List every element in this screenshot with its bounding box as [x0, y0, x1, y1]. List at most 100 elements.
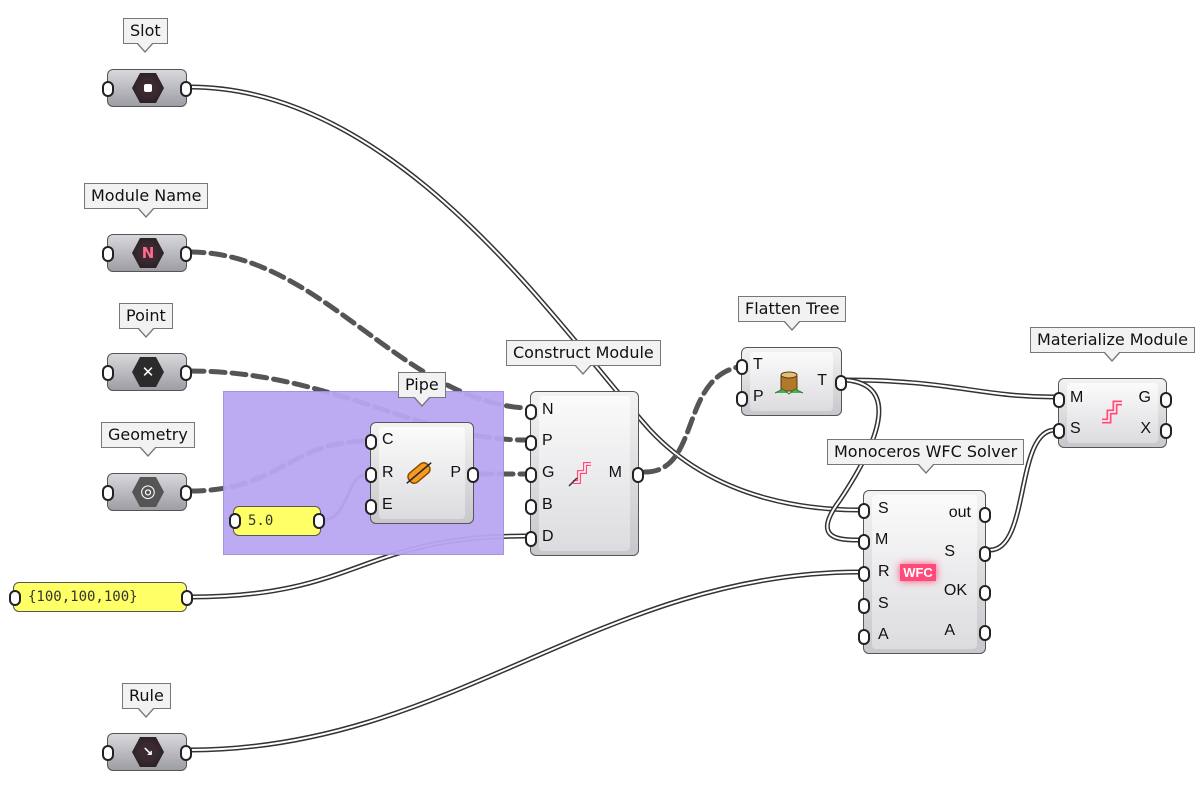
wire-name-to-construct: [187, 249, 528, 411]
wfc-port-ok[interactable]: [979, 585, 991, 601]
pipe-port-c[interactable]: [365, 434, 377, 450]
materialize-output-x: X: [1140, 420, 1151, 437]
module-name-output-port[interactable]: [180, 246, 192, 262]
radius-panel[interactable]: 5.0: [233, 506, 321, 536]
label-wfc-solver: Monoceros WFC Solver: [827, 439, 1025, 474]
slot-output-port[interactable]: [180, 81, 192, 97]
rule-output-port[interactable]: [180, 745, 192, 761]
point-input-port[interactable]: [102, 365, 114, 381]
flatten-input-t: T: [753, 356, 763, 373]
wfc-port-a[interactable]: [858, 629, 870, 645]
pipe-input-e: E: [382, 496, 393, 513]
label-materialize-module: Materialize Module: [1030, 327, 1195, 362]
materialize-port-g-out[interactable]: [1160, 392, 1172, 408]
label-flatten-tree: Flatten Tree: [738, 296, 847, 331]
wfc-port-m[interactable]: [858, 534, 870, 550]
radius-panel-input-port[interactable]: [229, 513, 241, 529]
label-rule: Rule: [122, 683, 171, 718]
geometry-hex-icon: ◎: [132, 477, 164, 507]
wfc-output-out: out: [948, 504, 971, 521]
wfc-output-s: S: [944, 543, 955, 560]
size-panel-input-port[interactable]: [9, 590, 21, 606]
label-pipe: Pipe: [398, 372, 446, 407]
construct-port-d[interactable]: [525, 531, 537, 547]
materialize-icon: [1095, 396, 1127, 428]
module-name-param[interactable]: N: [102, 234, 192, 272]
construct-input-b: B: [542, 496, 553, 513]
construct-input-g: G: [542, 464, 555, 481]
wfc-input-r: R: [878, 563, 890, 580]
wire-flatten-to-wfc-m: [824, 377, 882, 543]
wfc-input-m: M: [875, 531, 889, 548]
construct-port-m-out[interactable]: [632, 467, 644, 483]
construct-port-p[interactable]: [525, 435, 537, 451]
module-name-input-port[interactable]: [102, 246, 114, 262]
flatten-port-p[interactable]: [736, 391, 748, 407]
wfc-solver-component[interactable]: S M R S A out S OK A WFC: [858, 490, 991, 654]
construct-port-b[interactable]: [525, 499, 537, 515]
flatten-tree-component[interactable]: T P T: [736, 347, 847, 416]
flatten-output-t: T: [817, 372, 827, 389]
construct-port-n[interactable]: [525, 404, 537, 420]
wfc-port-out[interactable]: [979, 507, 991, 523]
pipe-port-p-out[interactable]: [467, 467, 479, 483]
geometry-input-port[interactable]: [102, 485, 114, 501]
materialize-port-x-out[interactable]: [1160, 423, 1172, 439]
pipe-input-c: C: [382, 431, 394, 448]
label-slot: Slot: [123, 18, 168, 53]
flatten-port-t-out[interactable]: [835, 375, 847, 391]
rule-param[interactable]: ↘: [102, 733, 192, 771]
flatten-port-t[interactable]: [736, 359, 748, 375]
slot-param[interactable]: [102, 69, 192, 107]
pipe-input-r: R: [382, 464, 394, 481]
label-point: Point: [119, 303, 173, 338]
wfc-port-s-out[interactable]: [979, 546, 991, 562]
materialize-output-g: G: [1138, 389, 1151, 406]
slot-input-port[interactable]: [102, 81, 114, 97]
module-icon: [563, 456, 597, 490]
point-hex-icon: ✕: [132, 357, 164, 387]
pipe-output-p: P: [450, 464, 461, 481]
wire-rule-to-wfc: [187, 569, 863, 753]
construct-module-component[interactable]: N P G B D M: [525, 391, 644, 556]
pipe-port-e[interactable]: [365, 499, 377, 515]
pipe-port-r[interactable]: [365, 467, 377, 483]
label-construct-module: Construct Module: [506, 340, 661, 375]
size-panel-output-port[interactable]: [181, 590, 193, 606]
size-panel[interactable]: {100,100,100}: [13, 582, 187, 612]
wfc-output-a: A: [944, 622, 955, 639]
construct-output-m: M: [608, 464, 622, 481]
wfc-port-r[interactable]: [858, 566, 870, 582]
geometry-param[interactable]: ◎: [102, 473, 192, 511]
materialize-input-s: S: [1070, 420, 1081, 437]
wfc-icon: WFC: [899, 559, 937, 585]
pipe-component[interactable]: C R E P: [365, 422, 479, 524]
radius-panel-output-port[interactable]: [313, 513, 325, 529]
construct-input-p: P: [542, 432, 553, 449]
wfc-port-s[interactable]: [858, 503, 870, 519]
label-geometry: Geometry: [101, 422, 195, 457]
geometry-output-port[interactable]: [180, 485, 192, 501]
point-output-port[interactable]: [180, 365, 192, 381]
slot-hex-icon: [132, 73, 164, 103]
wfc-port-a-out[interactable]: [979, 625, 991, 641]
wfc-input-s2: S: [878, 595, 889, 612]
wfc-output-ok: OK: [943, 582, 967, 599]
wfc-input-s: S: [878, 500, 889, 517]
point-param[interactable]: ✕: [102, 353, 192, 391]
materialize-input-m: M: [1070, 389, 1084, 406]
wire-slot-to-wfc: [187, 84, 863, 513]
wfc-port-s2[interactable]: [858, 598, 870, 614]
flatten-input-p: P: [753, 388, 764, 405]
materialize-module-component[interactable]: M S G X: [1053, 378, 1172, 448]
wire-flatten-to-materialize: [843, 377, 1058, 400]
tree-stump-icon: [772, 365, 806, 399]
materialize-port-s[interactable]: [1053, 423, 1065, 439]
label-module-name: Module Name: [84, 183, 209, 218]
rule-input-port[interactable]: [102, 745, 114, 761]
wire-construct-to-flatten: [642, 364, 741, 475]
wire-wfc-to-materialize: [987, 427, 1058, 553]
construct-port-g[interactable]: [525, 467, 537, 483]
pipe-icon: [401, 455, 437, 491]
materialize-port-m[interactable]: [1053, 392, 1065, 408]
